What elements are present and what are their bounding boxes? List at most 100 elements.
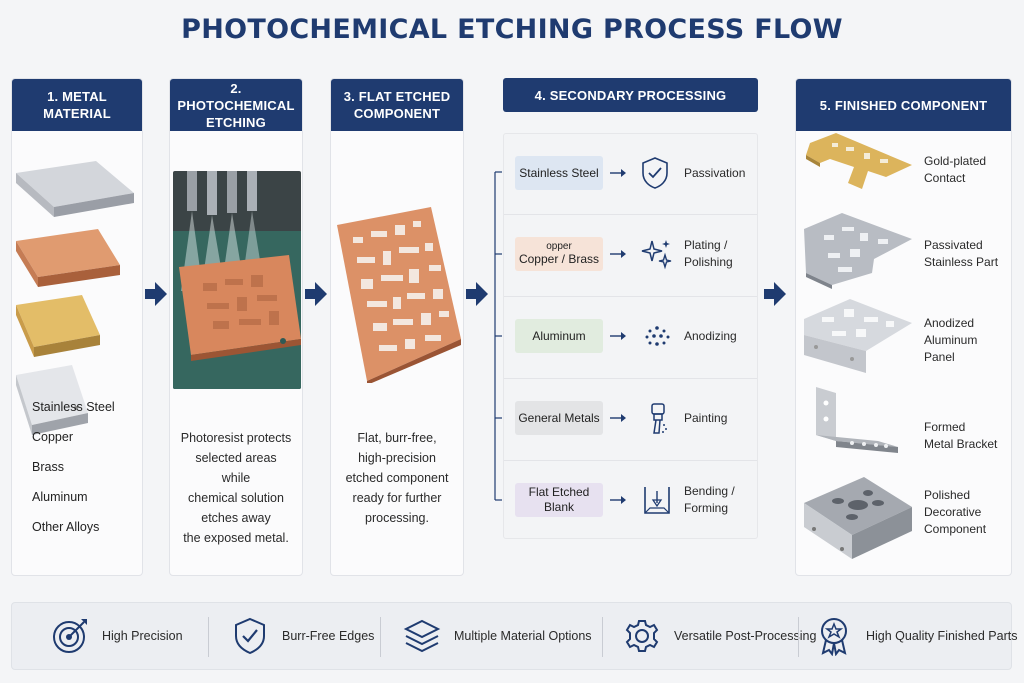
arrow-right-icon	[610, 414, 626, 422]
secondary-row: Flat Etched Blank Bending /Forming	[504, 460, 757, 538]
tag-line: Copper / Brass	[518, 252, 600, 266]
arrow-right-icon	[610, 250, 626, 258]
feature-burr-free-edges: Burr-Free Edges	[230, 603, 374, 669]
desc-line: processing.	[365, 511, 429, 525]
desc-line: etched component	[345, 471, 449, 485]
divider	[602, 617, 603, 657]
material-tag: Flat Etched Blank	[515, 483, 603, 517]
process-line: Painting	[684, 410, 728, 425]
etching-tank-image	[173, 171, 301, 389]
features-bar: High Precision Burr-Free Edges Multiple …	[11, 602, 1017, 670]
feature-multiple-material-options: Multiple Material Options	[402, 603, 592, 669]
feature-label: High Quality Finished Parts	[866, 629, 1018, 643]
gear-icon	[625, 620, 659, 652]
finished-line: Passivated	[924, 238, 983, 252]
gold-contact-image	[806, 133, 912, 189]
finished-line: Decorative	[924, 505, 982, 519]
desc-line: Photoresist protects	[180, 431, 292, 445]
process-line: Forming	[684, 501, 729, 515]
desc-line: selected areas while	[195, 451, 277, 485]
secondary-row: Stainless Steel Passivation	[504, 134, 757, 212]
award-badge-icon	[821, 618, 847, 656]
secondary-row: Aluminum Anodizing	[504, 296, 757, 374]
feature-high-precision: High Precision	[50, 603, 183, 669]
feature-label: Versatile Post-Processing	[674, 629, 817, 643]
desc-line: etches away	[201, 511, 271, 525]
layers-icon	[403, 619, 441, 653]
step-header: 5. FINISHED COMPONENT	[796, 79, 1011, 131]
finished-line: Anodized	[924, 316, 975, 330]
material-tag: General Metals	[515, 401, 603, 435]
feature-label: High Precision	[102, 629, 183, 643]
material-tag: opper Copper / Brass	[515, 237, 603, 271]
finished-line: Contact	[924, 171, 966, 185]
step-header-line: COMPONENT	[353, 106, 441, 121]
material-list: Stainless Steel Copper Brass Aluminum Ot…	[32, 399, 115, 549]
process-label: Bending /Forming	[684, 483, 735, 517]
aluminum-panel-image	[804, 299, 912, 373]
arrow-right-icon	[610, 496, 626, 504]
secondary-row: General Metals Painting	[504, 378, 757, 456]
etching-description: Photoresist protects selected areas whil…	[170, 428, 302, 548]
finished-line: Component	[924, 522, 987, 536]
flow-arrow-icon	[764, 282, 786, 306]
material-item: Aluminum	[32, 490, 88, 504]
spray-gun-icon	[651, 403, 667, 434]
material-item: Other Alloys	[32, 520, 100, 534]
material-tag: Stainless Steel	[515, 156, 603, 190]
process-line: Passivation	[684, 165, 746, 180]
tag-line: opper	[546, 241, 572, 252]
branch-connector	[494, 171, 502, 501]
process-label: Plating /Polishing	[684, 237, 733, 271]
desc-line: the exposed metal.	[183, 531, 289, 545]
sparkle-icon	[641, 240, 672, 270]
process-line: Polishing	[684, 255, 733, 269]
finished-line: Panel	[924, 350, 955, 364]
step-header: 4. SECONDARY PROCESSING	[503, 78, 758, 112]
process-label: Painting	[684, 401, 727, 435]
divider	[208, 617, 209, 657]
finished-line: Formed	[924, 420, 966, 434]
material-item: Brass	[32, 460, 64, 474]
flat-component-description: Flat, burr-free, high-precision etched c…	[331, 428, 463, 528]
material-item: Stainless Steel	[32, 400, 115, 414]
process-label: Passivation	[684, 156, 745, 190]
step-header-line: 3. FLAT ETCHED	[343, 89, 451, 104]
step-header: 1. METAL MATERIAL	[12, 79, 142, 131]
arrow-right-icon	[610, 169, 626, 177]
flow-arrow-icon	[466, 282, 488, 306]
secondary-processing-panel: Stainless Steel Passivation opper Copper…	[503, 133, 758, 539]
desc-line: ready for further	[352, 491, 442, 505]
step-flat-etched-component: 3. FLAT ETCHED COMPONENT Flat, burr-free,…	[330, 78, 464, 576]
finished-line: Stainless Part	[924, 255, 999, 269]
process-line: Anodizing	[684, 328, 737, 343]
metal-plates-image	[16, 161, 134, 435]
process-label: Anodizing	[684, 319, 737, 353]
finished-line: Polished	[924, 488, 971, 502]
flow-arrow-icon	[305, 282, 327, 306]
arrow-right-icon	[610, 332, 626, 340]
feature-versatile-post-processing: Versatile Post-Processing	[622, 603, 816, 669]
feature-label: Burr-Free Edges	[282, 629, 375, 643]
feature-label: Multiple Material Options	[454, 629, 592, 643]
finished-line: Gold-plated	[924, 154, 987, 168]
secondary-row: opper Copper / Brass Plating /Polishing	[504, 214, 757, 292]
divider	[798, 617, 799, 657]
etched-copper-sheet-image	[337, 207, 461, 383]
flow-arrow-icon	[145, 282, 167, 306]
feature-high-quality-finished-parts: High Quality Finished Parts	[814, 603, 1017, 669]
step-metal-material: 1. METAL MATERIAL Stainless Steel Copper…	[11, 78, 143, 576]
metal-bracket-image	[816, 387, 898, 453]
finished-line: Metal Bracket	[924, 437, 998, 451]
press-brake-icon	[644, 487, 670, 514]
